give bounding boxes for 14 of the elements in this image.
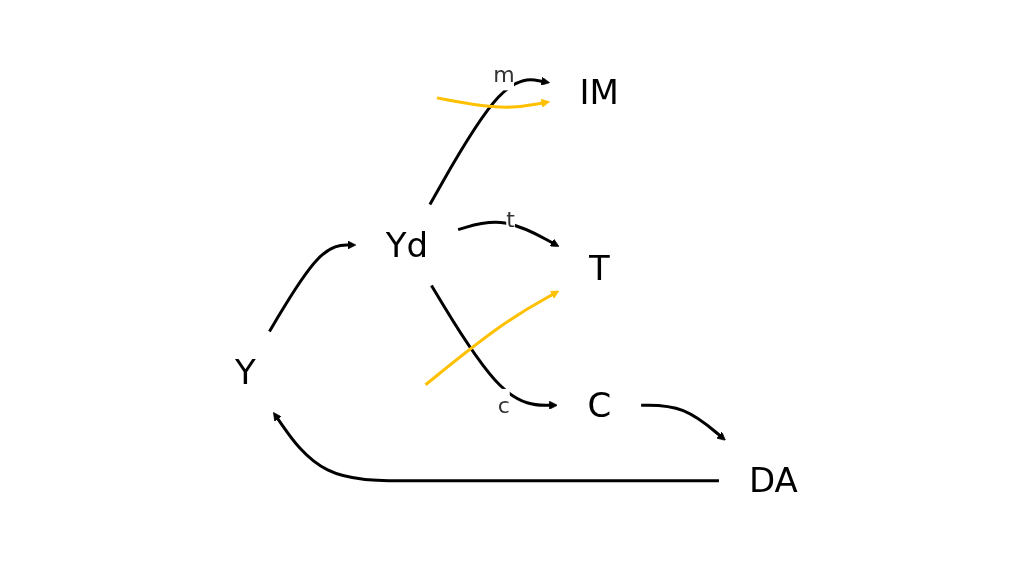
node-label: Yd (385, 224, 429, 265)
arrow (641, 403, 726, 441)
node-label: T (588, 248, 610, 289)
node-label: C (587, 384, 612, 425)
arrow (430, 284, 558, 410)
arrow (273, 412, 720, 483)
arrow (457, 220, 560, 247)
arrow (268, 240, 357, 333)
node-label: DA (749, 460, 798, 501)
node-label: IM (579, 71, 620, 112)
arrow (424, 290, 560, 386)
arrow (436, 96, 551, 109)
node-label: Y (235, 351, 256, 392)
arrow (428, 76, 551, 206)
